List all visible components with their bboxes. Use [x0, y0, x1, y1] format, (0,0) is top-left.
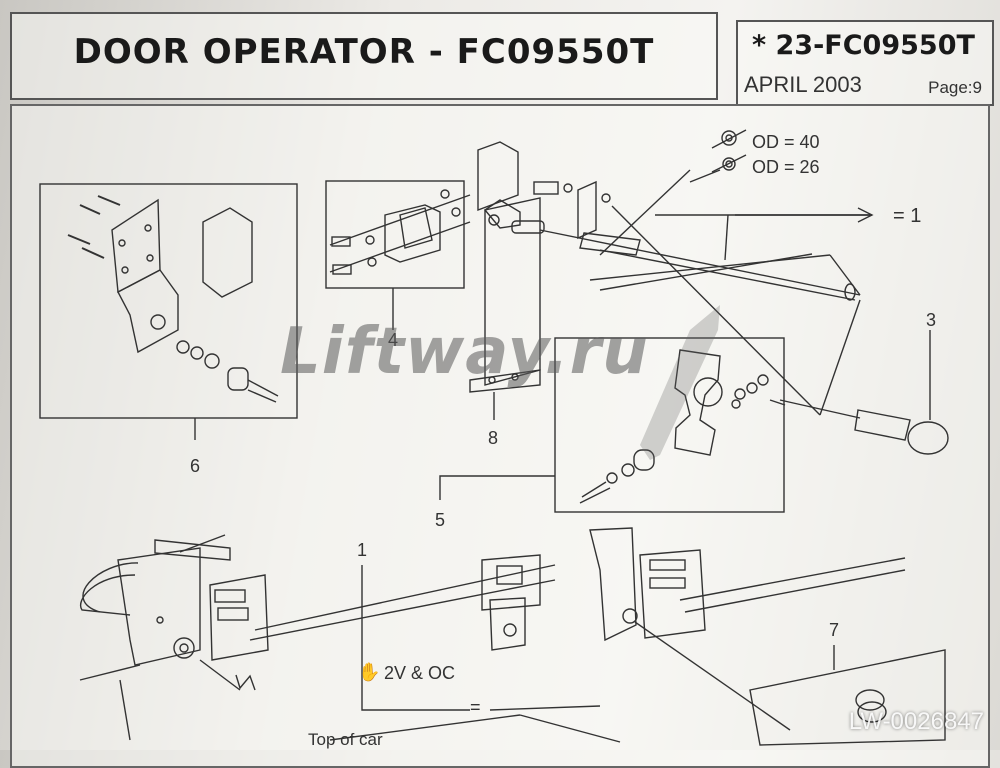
page-number: Page:9 — [928, 78, 982, 97]
watermark: Liftway.ru — [280, 315, 649, 389]
callout-6: 6 — [190, 456, 201, 476]
detail-box-6 — [39, 183, 298, 419]
push-rod — [539, 169, 870, 416]
callout-8: 8 — [488, 428, 499, 448]
callout-3: 3 — [926, 310, 937, 330]
callout-5: 5 — [435, 510, 446, 530]
od-40-label: OD = 40 — [752, 132, 820, 152]
bracket-part-6 — [111, 198, 279, 403]
detail-box-5 — [554, 337, 785, 513]
top-of-car-label: Top of car — [308, 730, 383, 749]
callout-1: 1 — [357, 540, 368, 560]
od-washers — [711, 129, 747, 173]
hand-icon: ✋ — [358, 662, 381, 682]
arrow-to-qty — [735, 207, 874, 223]
operator-assembly — [79, 527, 946, 746]
mounting-angle-8 — [469, 141, 597, 393]
exploded-parts-drawing — [39, 129, 949, 746]
clearance-note: 2V & OC — [384, 663, 456, 683]
quantity-label: = 1 — [893, 205, 922, 227]
document-date: APRIL 2003 — [744, 72, 862, 97]
detail-box-4 — [325, 180, 465, 289]
callout-7: 7 — [829, 620, 840, 640]
callout-4: 4 — [388, 330, 399, 350]
title-box: DOOR OPERATOR - FC09550T — [10, 12, 718, 100]
document-id: LW-0026847 — [848, 708, 984, 735]
document-title: DOOR OPERATOR - FC09550T — [73, 32, 655, 72]
roller-part-3 — [779, 299, 949, 455]
bolts-part-6 — [67, 195, 121, 259]
document-code: * 23-FC09550T — [752, 30, 975, 61]
watermark-arrow — [600, 305, 720, 460]
equal-mark: = — [470, 697, 481, 717]
od-26-label: OD = 26 — [752, 157, 820, 177]
bracket-part-4 — [329, 189, 471, 275]
bracket-part-5 — [579, 349, 786, 504]
